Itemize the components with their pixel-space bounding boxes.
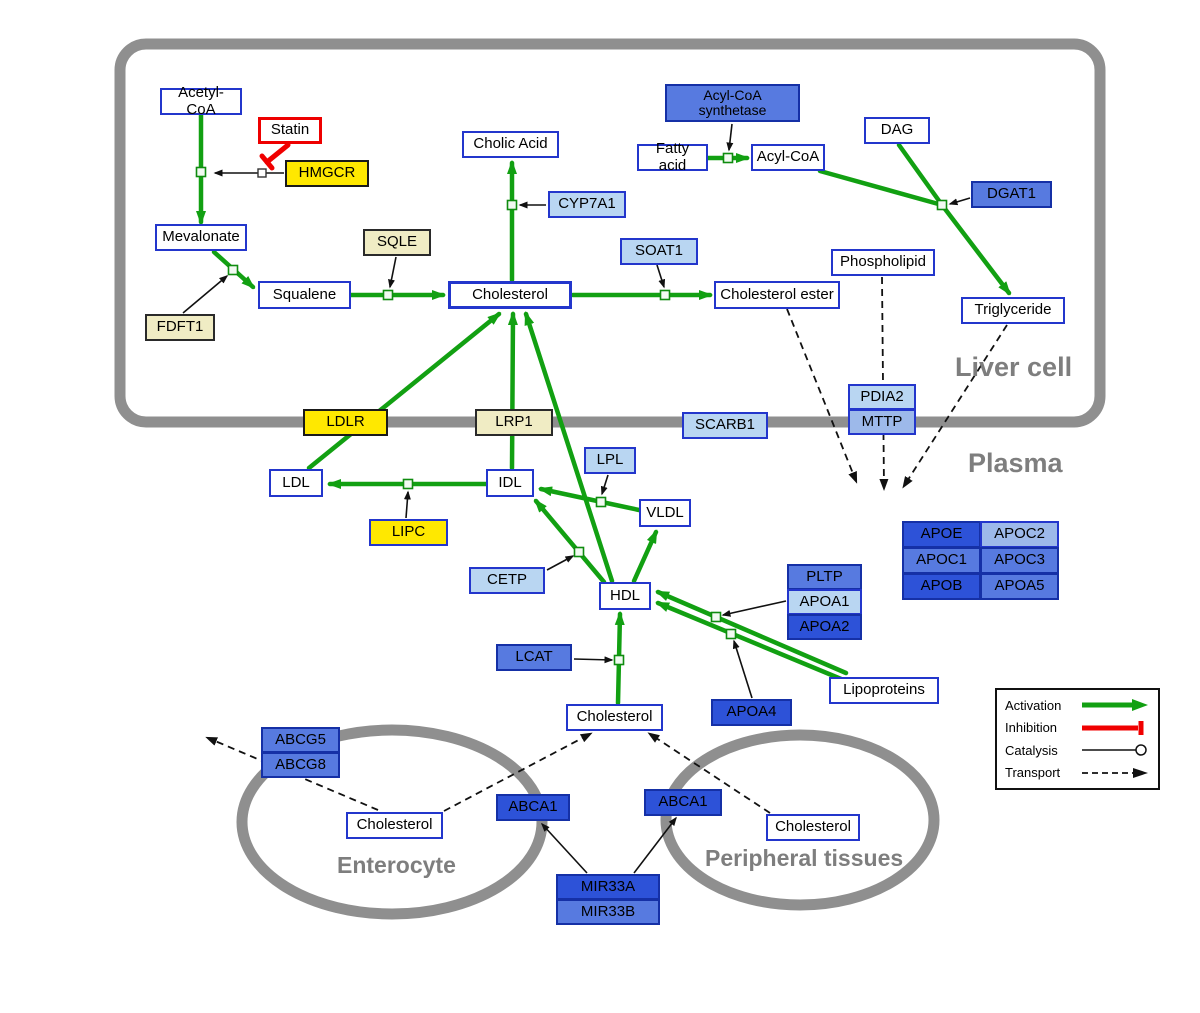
enterocyte-membrane <box>236 724 548 920</box>
node-triglyceride[interactable]: Triglyceride <box>961 297 1065 324</box>
node-apoa2[interactable]: APOA2 <box>787 614 862 640</box>
node-cholesterol-enterocyte[interactable]: Cholesterol <box>346 812 443 839</box>
node-abcg5[interactable]: ABCG5 <box>261 727 340 753</box>
node-apoc3[interactable]: APOC3 <box>980 547 1059 574</box>
node-statin[interactable]: Statin <box>258 117 322 144</box>
liver-cell-label: Liver cell <box>955 352 1073 382</box>
node-phospholipid[interactable]: Phospholipid <box>831 249 935 276</box>
node-hdl[interactable]: HDL <box>599 582 651 610</box>
node-dag[interactable]: DAG <box>864 117 930 144</box>
node-abca1-enterocyte[interactable]: ABCA1 <box>496 794 570 821</box>
node-fatty-acid[interactable]: Fatty acid <box>637 140 708 173</box>
node-mttp[interactable]: MTTP <box>848 409 916 435</box>
activation-edges <box>196 111 1012 706</box>
node-cholesterol-ester[interactable]: Cholesterol ester <box>714 281 840 309</box>
node-lpl[interactable]: LPL <box>584 447 636 474</box>
node-scarb1[interactable]: SCARB1 <box>682 412 768 439</box>
enterocyte-label: Enterocyte <box>337 852 456 878</box>
node-acyl-coa-synthetase[interactable]: Acyl-CoA synthetase <box>665 84 800 122</box>
plasma-label: Plasma <box>968 448 1063 478</box>
node-cholesterol-liver[interactable]: Cholesterol <box>448 281 572 309</box>
transport-dashed-arrow-icon <box>1082 767 1148 778</box>
node-pdia2[interactable]: PDIA2 <box>848 384 916 410</box>
inhibition-edge <box>259 142 291 171</box>
node-apoc2[interactable]: APOC2 <box>980 521 1059 548</box>
node-dgat1[interactable]: DGAT1 <box>971 181 1052 208</box>
inhibition-bar-icon <box>1082 720 1144 735</box>
node-fdft1[interactable]: FDFT1 <box>145 314 215 341</box>
node-mir33b[interactable]: MIR33B <box>556 899 660 925</box>
node-vldl[interactable]: VLDL <box>639 499 691 527</box>
legend-transport-label: Transport <box>1005 765 1061 781</box>
legend-row-catalysis: Catalysis <box>1005 740 1150 760</box>
node-cetp[interactable]: CETP <box>469 567 545 594</box>
node-acetyl-coa[interactable]: Acetyl-CoA <box>160 84 242 117</box>
node-mevalonate[interactable]: Mevalonate <box>155 224 247 251</box>
node-soat1[interactable]: SOAT1 <box>620 238 698 265</box>
reaction-nodes <box>195 152 948 666</box>
node-idl[interactable]: IDL <box>486 469 534 497</box>
node-cholesterol-peripheral[interactable]: Cholesterol <box>766 814 860 841</box>
node-ldlr[interactable]: LDLR <box>303 409 388 436</box>
catalysis-circle-icon <box>1082 744 1147 756</box>
node-sqle[interactable]: SQLE <box>363 229 431 256</box>
activation-arrow-icon <box>1082 699 1148 712</box>
node-abcg8[interactable]: ABCG8 <box>261 752 340 778</box>
node-acyl-coa[interactable]: Acyl-CoA <box>751 144 825 171</box>
node-apoa5[interactable]: APOA5 <box>980 573 1059 600</box>
node-cholic-acid[interactable]: Cholic Acid <box>462 131 559 158</box>
node-lrp1[interactable]: LRP1 <box>475 409 553 436</box>
legend: Activation Inhibition Catalysis Transpor… <box>995 688 1160 790</box>
legend-row-inhibition: Inhibition <box>1005 718 1150 738</box>
catalysis-edges <box>182 123 971 874</box>
node-apoe[interactable]: APOE <box>902 521 981 548</box>
legend-row-activation: Activation <box>1005 695 1150 715</box>
hmgcr-catalysis-node <box>257 168 267 178</box>
node-hmgcr[interactable]: HMGCR <box>285 160 369 187</box>
node-abca1-peripheral[interactable]: ABCA1 <box>644 789 722 816</box>
node-pltp[interactable]: PLTP <box>787 564 862 590</box>
node-apoa1[interactable]: APOA1 <box>787 589 862 615</box>
legend-row-transport: Transport <box>1005 763 1150 783</box>
node-apob[interactable]: APOB <box>902 573 981 600</box>
legend-activation-label: Activation <box>1005 697 1062 713</box>
node-lipoproteins[interactable]: Lipoproteins <box>829 677 939 704</box>
liver-cell-membrane <box>114 38 1106 428</box>
node-ldl[interactable]: LDL <box>269 469 323 497</box>
node-lcat[interactable]: LCAT <box>496 644 572 671</box>
peripheral-tissues-label: Peripheral tissues <box>705 845 904 871</box>
transport-edges <box>205 276 1008 814</box>
node-lipc[interactable]: LIPC <box>369 519 448 546</box>
node-apoa4[interactable]: APOA4 <box>711 699 792 726</box>
legend-catalysis-label: Catalysis <box>1005 742 1058 758</box>
node-squalene[interactable]: Squalene <box>258 281 351 309</box>
node-cyp7a1[interactable]: CYP7A1 <box>548 191 626 218</box>
node-cholesterol-plasma[interactable]: Cholesterol <box>566 704 663 731</box>
legend-inhibition-label: Inhibition <box>1005 720 1058 736</box>
peripheral-tissues-membrane <box>660 729 940 911</box>
node-apoc1[interactable]: APOC1 <box>902 547 981 574</box>
node-mir33a[interactable]: MIR33A <box>556 874 660 900</box>
